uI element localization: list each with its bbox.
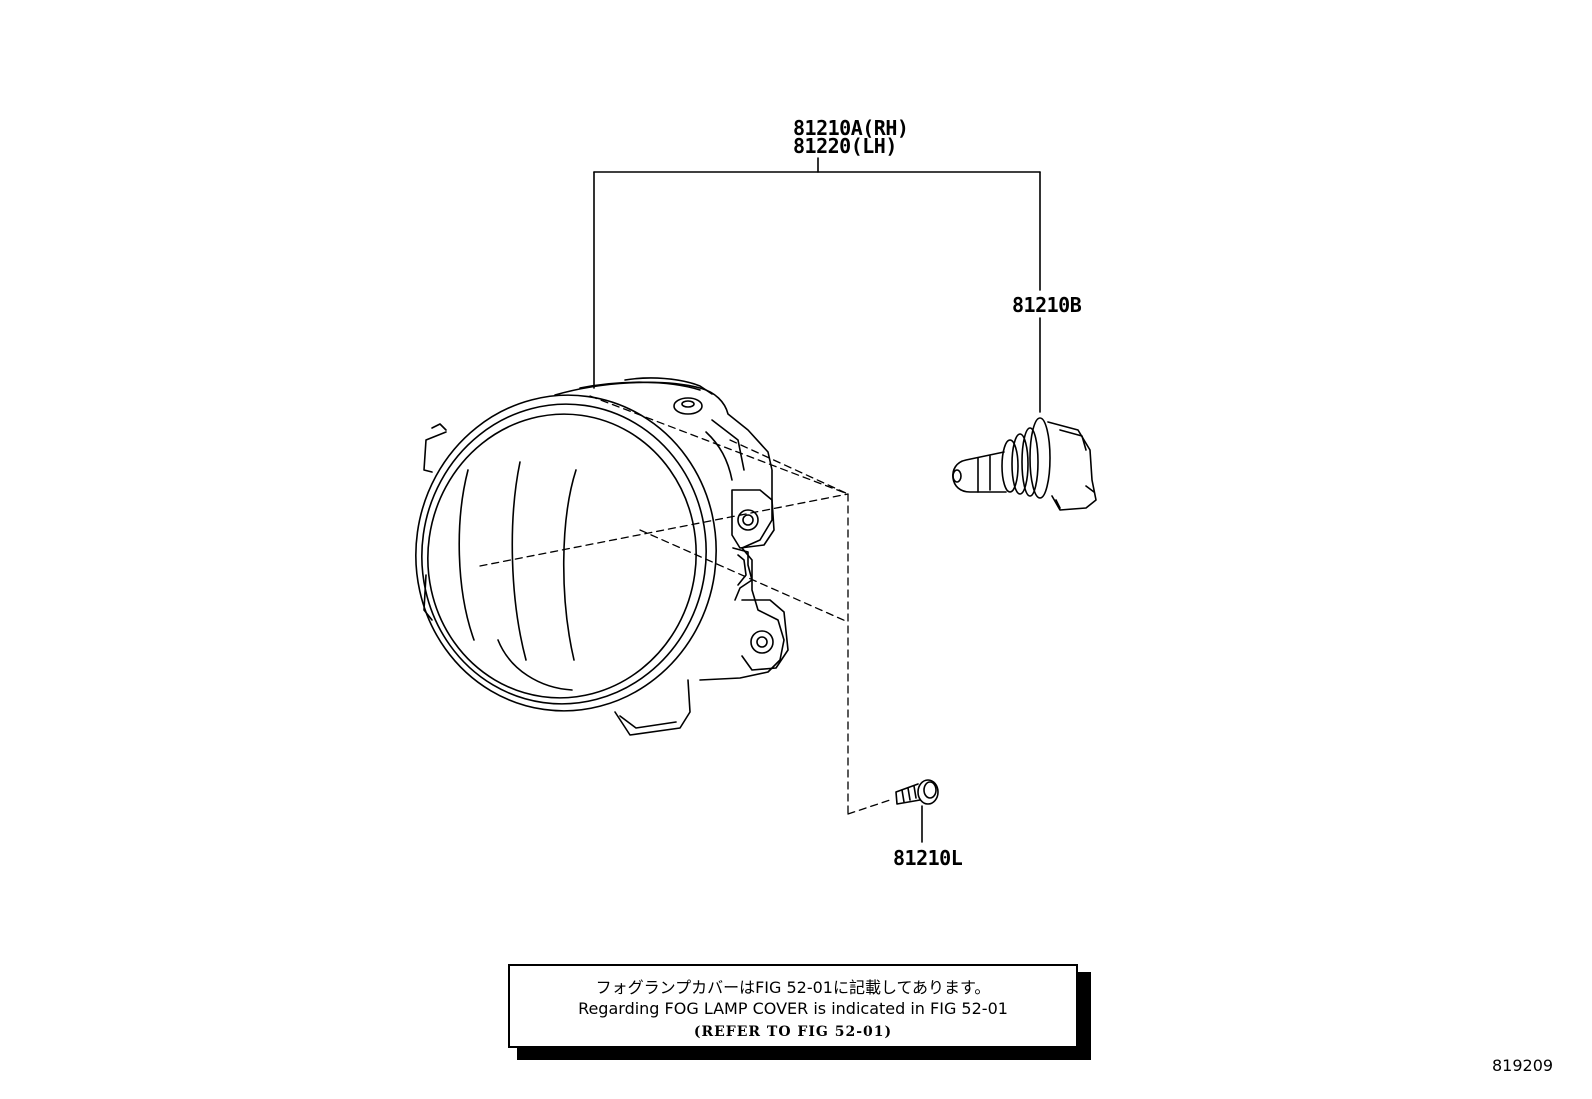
screw-part-number: 81210L [893,846,963,870]
fog-lamp-leader-line [593,157,1041,389]
bulb-icon [952,417,1097,511]
note-reference-text: (REFER TO FIG 52-01) [693,1024,893,1040]
fog-lamp-lh-part-number: 81220(LH) [793,134,897,158]
note-english-text: Regarding FOG LAMP COVER is indicated in… [578,999,1008,1018]
bulb-part-number: 81210B [1012,293,1082,317]
fog-lamp-assembly [415,377,789,736]
note-box: フォグランプカバーはFIG 52-01に記載してあります。 Regarding … [508,964,1078,1048]
assembly-dashed-lines [479,395,891,815]
screw-icon [895,779,939,805]
figure-id: 819209 [1492,1056,1554,1075]
fog-lamp-rh-part-number: 81210A(RH) [793,116,909,140]
note-japanese-text: フォグランプカバーはFIG 52-01に記載してあります。 [595,978,991,997]
